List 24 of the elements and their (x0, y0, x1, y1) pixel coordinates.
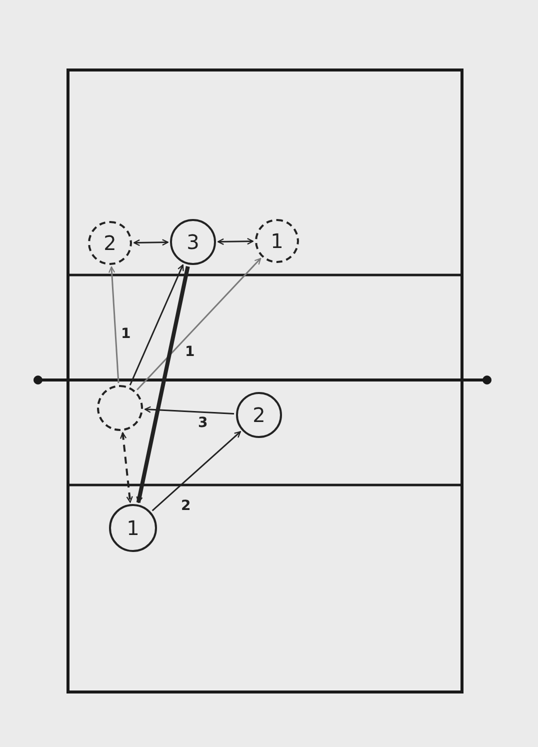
arrow (108, 266, 120, 384)
arrow (129, 264, 184, 386)
edge-label: 1 (184, 345, 196, 359)
player-number: 1 (126, 518, 140, 538)
player-number: 1 (270, 231, 284, 251)
player-circle (236, 392, 282, 438)
arrow (136, 258, 262, 390)
position-circle (97, 385, 143, 431)
player-circle (255, 219, 299, 263)
edge-label: 1 (120, 327, 132, 341)
arrow (136, 266, 190, 504)
edge-label: 3 (197, 416, 209, 430)
arrow (133, 239, 169, 246)
arrow (144, 406, 234, 414)
player-circle (109, 504, 157, 552)
player-number: 3 (186, 232, 200, 252)
arrow (120, 432, 133, 503)
arrow (217, 238, 254, 245)
player-number: 2 (104, 233, 116, 253)
player-number: 2 (252, 405, 266, 425)
edge-label: 2 (180, 499, 192, 513)
player-circle (88, 221, 132, 265)
player-circle (170, 219, 216, 265)
arrow (152, 431, 241, 512)
